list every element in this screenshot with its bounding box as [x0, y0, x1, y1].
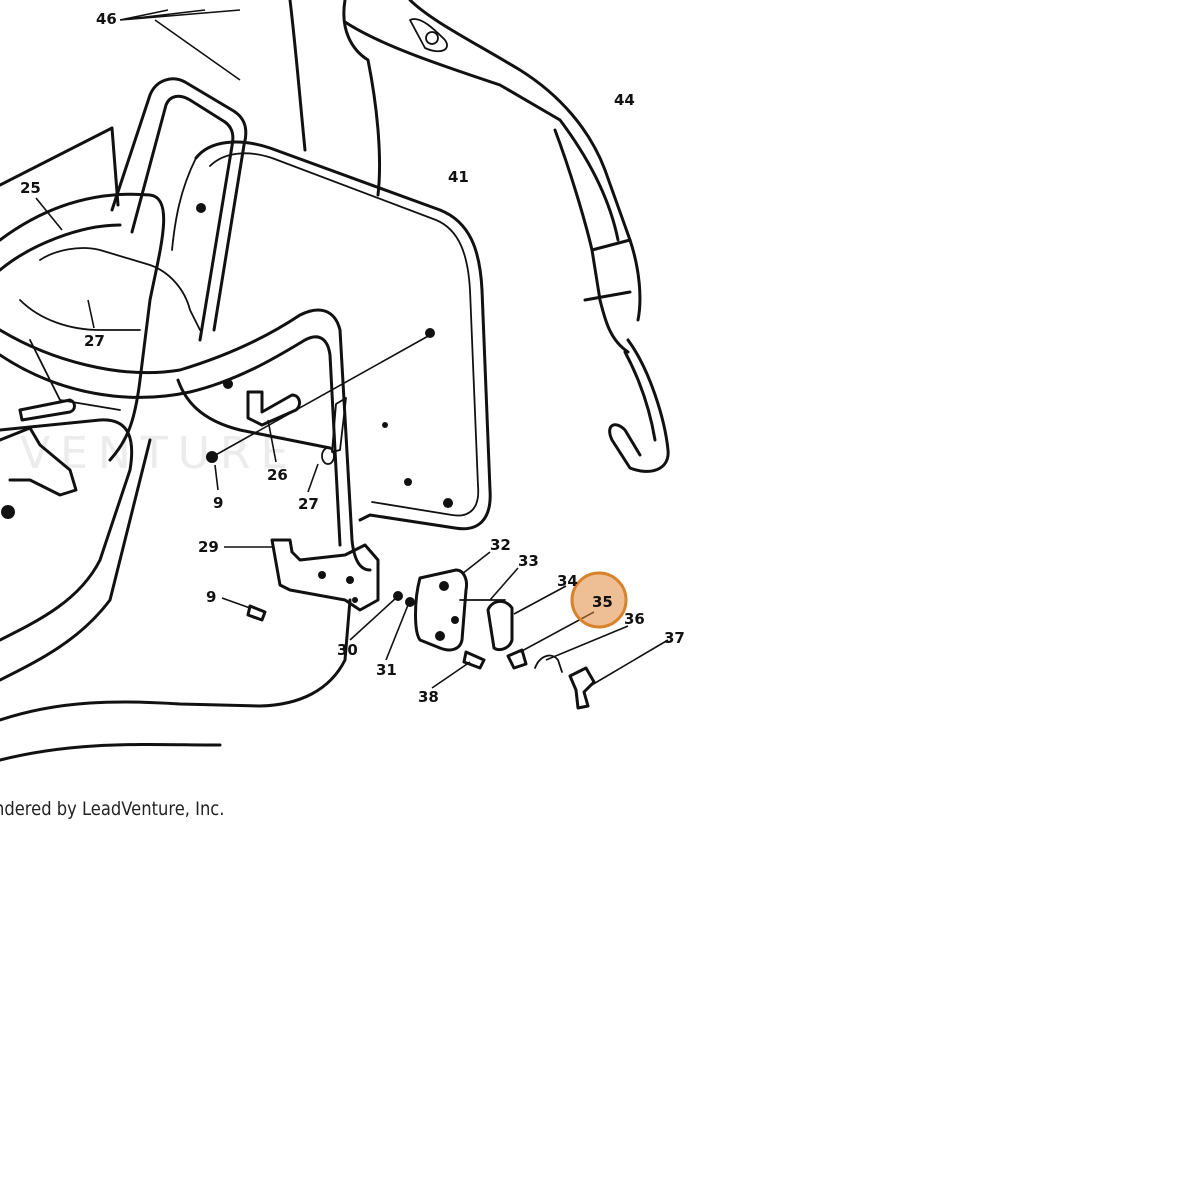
part-label-27[interactable]: 27: [84, 332, 105, 350]
part-labels: 46 25 27 44 41 26 27 9 29 9 32 33 34 35 …: [20, 10, 685, 706]
credit-text: ndered by LeadVenture, Inc.: [0, 798, 225, 820]
part-label-46[interactable]: 46: [96, 10, 117, 28]
part-label-30[interactable]: 30: [337, 641, 358, 659]
part-label-37[interactable]: 37: [664, 629, 685, 647]
part-label-35[interactable]: 35: [592, 593, 613, 611]
part-label-41[interactable]: 41: [448, 168, 469, 186]
part-label-29[interactable]: 29: [198, 538, 219, 556]
carrier-frame: [0, 77, 372, 762]
part-label-36[interactable]: 36: [624, 610, 645, 628]
rear-shell: [288, 0, 632, 242]
backrest-panel: [171, 140, 492, 531]
part-label-31[interactable]: 31: [376, 661, 397, 679]
part-label-32[interactable]: 32: [490, 536, 511, 554]
part-label-33[interactable]: 33: [518, 552, 539, 570]
part-label-9[interactable]: 9: [206, 588, 216, 606]
part-label-25[interactable]: 25: [20, 179, 41, 197]
strap: [409, 18, 670, 473]
hardware: [0, 334, 596, 710]
part-label-26[interactable]: 26: [267, 466, 288, 484]
watermark-text: VENTURE: [20, 428, 298, 479]
part-label-27[interactable]: 27: [298, 495, 319, 513]
part-label-44[interactable]: 44: [614, 91, 635, 109]
part-label-9[interactable]: 9: [213, 494, 223, 512]
part-label-38[interactable]: 38: [418, 688, 439, 706]
highlight-marker-35[interactable]: [570, 571, 628, 629]
part-label-34[interactable]: 34: [557, 572, 578, 590]
